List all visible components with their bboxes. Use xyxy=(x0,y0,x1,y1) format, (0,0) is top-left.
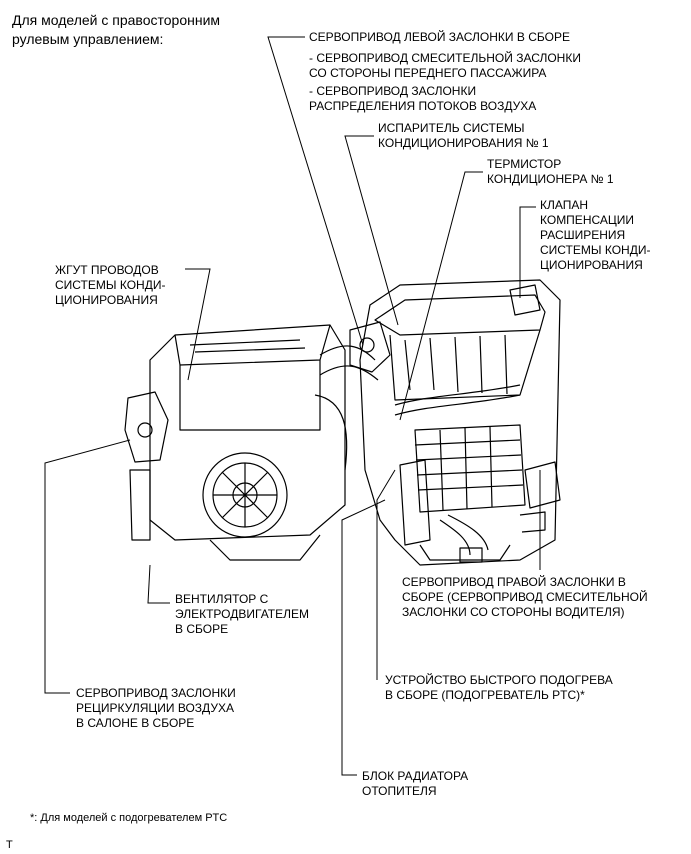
leader-ptc xyxy=(376,469,396,680)
label-left-damper-sub2: - СЕРВОПРИВОД ЗАСЛОНКИ РАСПРЕДЕЛЕНИЯ ПОТ… xyxy=(309,84,537,113)
right-damper-servo xyxy=(524,461,561,509)
footnote: *: Для моделей с подогревателем PTC xyxy=(30,812,228,824)
label-wire-harness: ЖГУТ ПРОВОДОВ СИСТЕМЫ КОНДИ- ЦИОНИРОВАНИ… xyxy=(55,263,166,307)
leader-blower xyxy=(147,564,170,604)
blower-fan xyxy=(202,452,288,538)
corner-mark: T xyxy=(6,839,13,851)
page-title: Для моделей с правосторонним рулевым упр… xyxy=(12,12,221,47)
leader-thermistor xyxy=(399,171,483,421)
leader-wire-harness xyxy=(185,268,211,381)
label-thermistor: ТЕРМИСТОР КОНДИЦИОНЕРА № 1 xyxy=(487,157,614,186)
label-blower: ВЕНТИЛЯТОР С ЭЛЕКТРОДВИГАТЕЛЕМ В СБОРЕ xyxy=(175,592,309,636)
ptc-heater xyxy=(399,459,431,546)
label-recirc-servo: СЕРВОПРИВОД ЗАСЛОНКИ РЕЦИРКУЛЯЦИИ ВОЗДУХ… xyxy=(76,686,236,730)
label-ptc-heater: УСТРОЙСТВО БЫСТРОГО ПОДОГРЕВА В СБОРЕ (П… xyxy=(385,673,613,702)
leader-recirc xyxy=(44,439,131,694)
leader-left-damper xyxy=(267,36,364,346)
label-left-damper-servo: СЕРВОПРИВОД ЛЕВОЙ ЗАСЛОНКИ В СБОРЕ xyxy=(309,30,570,44)
leader-heater-core xyxy=(341,499,386,776)
leader-expansion-valve xyxy=(519,206,536,298)
heater-core xyxy=(414,424,526,513)
leader-evaporator xyxy=(344,135,399,326)
label-heater-core: БЛОК РАДИАТОРА ОТОПИТЕЛЯ xyxy=(362,769,469,798)
label-left-damper-sub1: - СЕРВОПРИВОД СМЕСИТЕЛЬНОЙ ЗАСЛОНКИ СО С… xyxy=(309,51,581,80)
label-right-damper-servo: СЕРВОПРИВОД ПРАВОЙ ЗАСЛОНКИ В СБОРЕ (СЕР… xyxy=(402,575,648,619)
expansion-valve xyxy=(509,284,541,316)
hvac-case xyxy=(359,279,561,566)
recirc-servo xyxy=(124,391,169,463)
label-expansion-valve: КЛАПАН КОМПЕНСАЦИИ РАСШИРЕНИЯ СИСТЕМЫ КО… xyxy=(540,198,651,272)
evaporator xyxy=(374,294,546,336)
label-evaporator: ИСПАРИТЕЛЬ СИСТЕМЫ КОНДИЦИОНИРОВАНИЯ № 1 xyxy=(378,121,549,150)
left-damper-servo xyxy=(349,321,391,373)
